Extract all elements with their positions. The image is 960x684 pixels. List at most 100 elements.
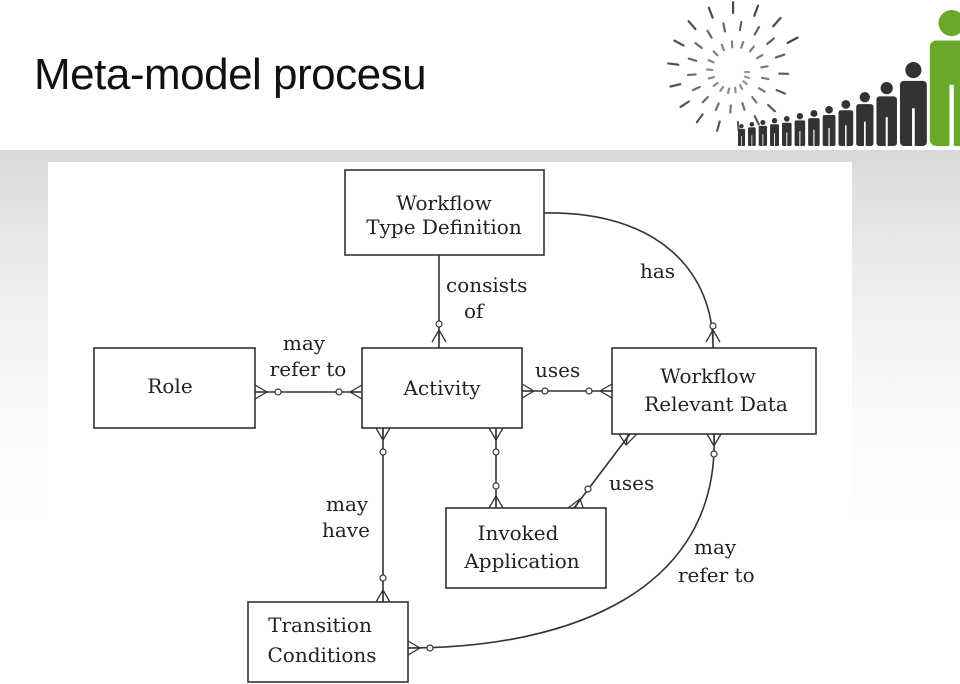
logo-spiral-figure (753, 26, 761, 36)
logo-person (794, 113, 806, 146)
svg-text:Application: Application (463, 549, 579, 573)
logo-person (758, 120, 768, 146)
logo-spiral-figure (741, 102, 746, 111)
crowfoot-invoked-topright (567, 485, 592, 511)
logo-spiral-figure (753, 115, 760, 126)
logo-spiral-figure (760, 65, 769, 69)
entity-role: Role (93, 347, 256, 429)
logo-spiral-figure (707, 76, 715, 80)
logo-spiral-figure (714, 102, 720, 112)
relation-uses-data: uses (535, 358, 580, 382)
logo-spiral-figure (705, 68, 714, 72)
crowfoot-transition-top (375, 574, 391, 603)
svg-text:has: has (640, 259, 675, 283)
crowfoot-role-right (254, 384, 282, 400)
logo-person (838, 100, 854, 146)
logo-person (899, 62, 927, 146)
logo-spiral-figure (691, 85, 701, 92)
logo-spiral-figure (706, 29, 713, 39)
svg-text:Type Definition: Type Definition (366, 215, 522, 239)
logo-spiral-figure (766, 37, 776, 46)
logo-spiral-figure (707, 58, 715, 64)
svg-text:Relevant Data: Relevant Data (644, 392, 788, 416)
relation-may-refer-to-transition: may refer to (678, 535, 755, 587)
logo-spiral-figure (695, 113, 704, 124)
crowfoot-activity-right (521, 383, 549, 399)
logo-person (748, 122, 756, 146)
logo-spiral (667, 1, 799, 133)
crowfoot-transition-right (407, 640, 434, 656)
logo-spiral-figure (720, 43, 726, 52)
logo-person (782, 116, 792, 146)
logo-person (738, 124, 746, 146)
relation-uses-app: uses (609, 471, 654, 495)
logo-person (876, 82, 897, 146)
logo-spiral-figure (701, 96, 709, 104)
relation-may-have: may have (322, 492, 370, 542)
logo-spiral-figure (687, 20, 697, 31)
logo-spiral-figure (712, 50, 719, 57)
logo-spiral-figure (726, 87, 731, 95)
entity-workflow-type-definition: Workflow Type Definition (344, 169, 545, 256)
crowfoot-invoked-top (488, 482, 504, 509)
logo-spiral-figure (679, 100, 690, 109)
svg-text:Workflow: Workflow (396, 191, 491, 215)
entity-workflow-relevant-data: Workflow Relevant Data (611, 347, 817, 435)
logo-spiral-figure (738, 20, 743, 32)
svg-text:uses: uses (609, 471, 654, 495)
logo-spiral-figure (738, 84, 744, 91)
svg-text:refer to: refer to (270, 357, 347, 381)
logo-spiral-figure (755, 53, 764, 60)
entity-activity: Activity (361, 347, 523, 429)
line-wrd-transition (407, 433, 715, 649)
svg-text:may: may (326, 492, 369, 516)
svg-text:Workflow: Workflow (660, 364, 755, 388)
logo-person (822, 106, 836, 146)
svg-text:of: of (464, 299, 485, 323)
crowfoot-wrd-left (585, 383, 613, 399)
crowfoot-activity-left (335, 384, 363, 400)
svg-text:may: may (694, 535, 737, 559)
relation-may-refer-to-role: may refer to (270, 331, 347, 381)
logo-spiral-figure (712, 81, 719, 87)
logo-spiral-figure (757, 87, 766, 93)
svg-text:Invoked: Invoked (478, 521, 559, 545)
line-wtd-wrd (541, 212, 714, 349)
svg-text:Conditions: Conditions (267, 643, 376, 667)
logo-spiral-figure (733, 86, 737, 94)
logo-spiral-figure (740, 40, 745, 49)
logo-spiral-figure (767, 103, 776, 113)
crowfoot-activity-top (431, 320, 447, 343)
crowfoot-wrd-bottom-left (618, 433, 638, 447)
logo-spiral-figure (742, 80, 748, 86)
svg-text:Role: Role (147, 374, 192, 398)
line-wrd-invoked (573, 433, 631, 509)
logo-spiral-figure (669, 83, 682, 88)
logo-spiral-figure (667, 62, 680, 66)
relation-has: has (640, 259, 675, 283)
svg-text:have: have (322, 518, 370, 542)
logo-spiral-figure (719, 85, 725, 92)
crowfoot-wrd-bottom-right (706, 433, 722, 458)
logo-people (738, 10, 960, 146)
crowfoot-wrd-top (705, 322, 721, 343)
svg-text:uses: uses (535, 358, 580, 382)
svg-text:Activity: Activity (402, 376, 481, 400)
logo-spiral-figure (744, 75, 751, 80)
er-diagram: Workflow Type Definition Role Activity W… (93, 169, 817, 683)
crowfoot-activity-bottom-left (375, 427, 391, 456)
logo-spiral-figure (707, 6, 714, 19)
logo-spiral-figure (722, 22, 727, 33)
logo-spiral-figure (760, 76, 770, 81)
relation-consists-of: consists of (446, 273, 527, 323)
svg-text:Transition: Transition (268, 613, 372, 637)
logo-spiral-figure (687, 57, 698, 62)
diagram-panel: Workflow Type Definition Role Activity W… (48, 162, 852, 684)
logo-spiral-figure (694, 42, 703, 50)
svg-text:consists: consists (446, 273, 527, 297)
logo-spiral-figure (748, 45, 755, 53)
logo-spiral-figure (753, 4, 760, 17)
logo-person (770, 118, 779, 146)
slide-title: Meta-model procesu (34, 50, 427, 99)
svg-text:refer to: refer to (678, 563, 755, 587)
